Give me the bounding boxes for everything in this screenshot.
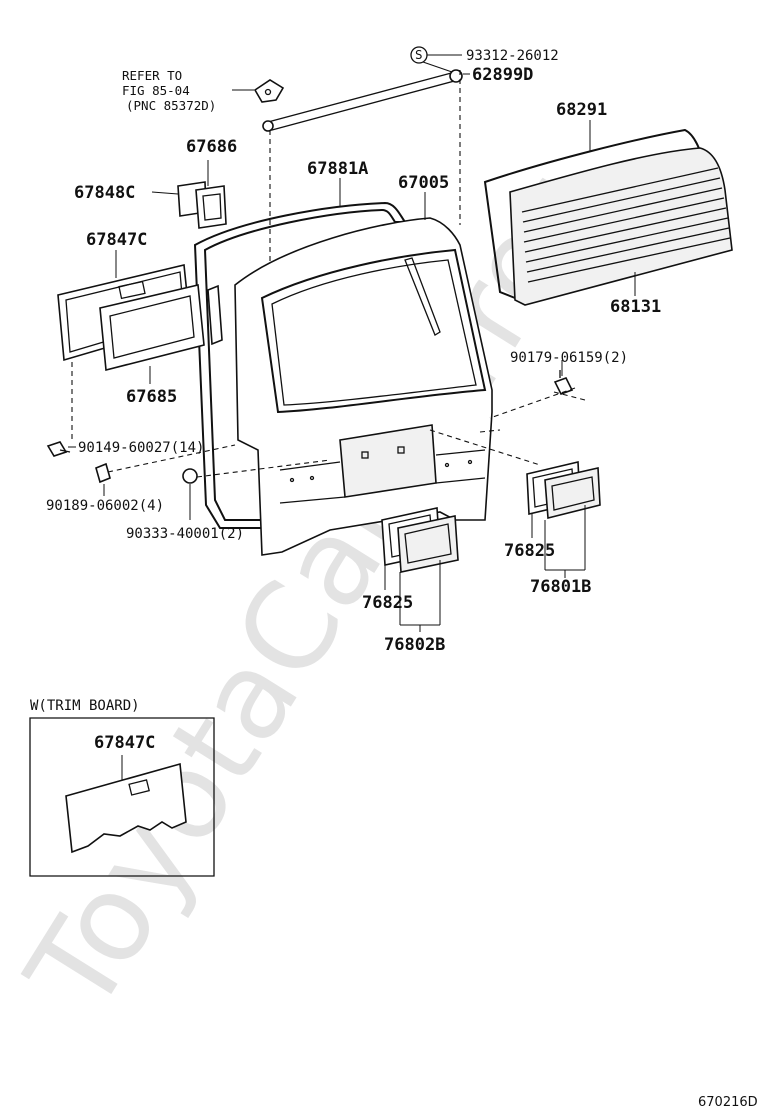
back-door-stay bbox=[262, 69, 463, 132]
label-68131: 68131 bbox=[610, 297, 661, 317]
label-93312-26012: 93312-26012 bbox=[466, 48, 559, 64]
screw-symbol: S bbox=[410, 46, 428, 64]
inset-title: W(TRIM BOARD) bbox=[30, 698, 140, 714]
label-76801B: 76801B bbox=[530, 577, 591, 597]
svg-text:S: S bbox=[415, 47, 423, 62]
grommet-90333 bbox=[182, 468, 198, 484]
ref-line3: (PNC 85372D) bbox=[126, 98, 216, 113]
door-side-bracket bbox=[207, 284, 223, 346]
label-76825-right: 76825 bbox=[504, 541, 555, 561]
label-68291: 68291 bbox=[556, 100, 607, 120]
clip-90189 bbox=[95, 462, 111, 484]
ref-line1: REFER TO bbox=[122, 68, 182, 83]
figure-code: 670216D bbox=[698, 1095, 758, 1110]
inset-frame bbox=[29, 717, 215, 877]
label-90149-60027: 90149-60027(14) bbox=[78, 440, 204, 456]
label-90333-40001: 90333-40001(2) bbox=[126, 526, 244, 542]
label-67848C: 67848C bbox=[74, 183, 135, 203]
label-67685: 67685 bbox=[126, 387, 177, 407]
label-67005: 67005 bbox=[398, 173, 449, 193]
label-67881A: 67881A bbox=[307, 159, 368, 179]
back-door-window-frame bbox=[260, 248, 487, 414]
label-67847C-inset: 67847C bbox=[94, 733, 155, 753]
label-62899D: 62899D bbox=[472, 65, 533, 85]
label-76802B: 76802B bbox=[384, 635, 445, 655]
trim-frame-67685 bbox=[99, 284, 205, 372]
cover-67686 bbox=[195, 185, 227, 229]
label-67847C: 67847C bbox=[86, 230, 147, 250]
back-door-glass bbox=[509, 147, 733, 306]
hinge-bracket bbox=[253, 79, 285, 103]
reflector-right bbox=[544, 467, 601, 520]
reflector-center bbox=[397, 515, 459, 573]
clip-90149 bbox=[46, 441, 71, 457]
back-door-weatherstrip bbox=[193, 201, 407, 529]
label-67686: 67686 bbox=[186, 137, 237, 157]
label-90189-06002: 90189-06002(4) bbox=[46, 498, 164, 514]
label-76825-center: 76825 bbox=[362, 593, 413, 613]
clip-90179 bbox=[553, 370, 574, 395]
label-90179-06159: 90179-06159(2) bbox=[510, 350, 628, 366]
inset-trim-board bbox=[65, 762, 187, 854]
ref-line2: FIG 85-04 bbox=[122, 83, 190, 98]
glass-defogger-lines bbox=[521, 167, 731, 283]
